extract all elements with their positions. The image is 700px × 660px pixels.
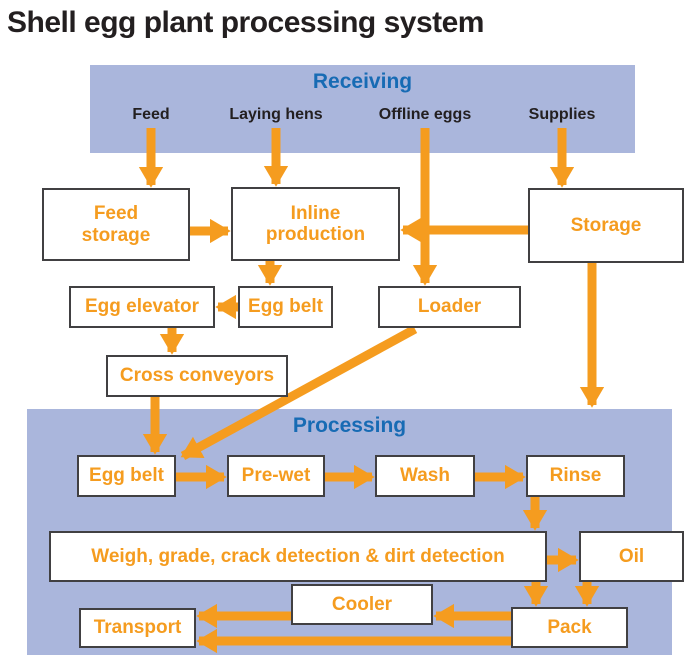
input-label-offline-eggs: Offline eggs bbox=[378, 106, 472, 123]
input-label-feed: Feed bbox=[132, 106, 170, 123]
flow-box-loader: Loader bbox=[378, 286, 521, 328]
flow-box-cooler: Cooler bbox=[291, 584, 433, 625]
flow-box-weigh-grade: Weigh, grade, crack detection & dirt det… bbox=[49, 531, 547, 582]
input-label-supplies: Supplies bbox=[528, 106, 596, 123]
flow-box-rinse: Rinse bbox=[526, 455, 625, 497]
flow-box-storage: Storage bbox=[528, 188, 684, 263]
stage-band-receiving bbox=[90, 65, 635, 153]
page-title: Shell egg plant processing system bbox=[7, 6, 484, 39]
flow-box-cross-conveyors: Cross conveyors bbox=[106, 355, 288, 397]
flow-box-inline-production: Inline production bbox=[231, 187, 400, 261]
band-title-processing: Processing bbox=[292, 414, 407, 437]
input-label-laying-hens: Laying hens bbox=[229, 106, 323, 123]
flow-box-pre-wet: Pre-wet bbox=[227, 455, 325, 497]
flow-box-wash: Wash bbox=[375, 455, 475, 497]
band-title-receiving: Receiving bbox=[312, 70, 413, 93]
flow-box-feed-storage: Feed storage bbox=[42, 188, 190, 261]
flow-box-egg-belt-upper: Egg belt bbox=[238, 286, 333, 328]
arrow-loader-to-egg-belt-processing bbox=[180, 325, 418, 460]
flow-box-transport: Transport bbox=[79, 608, 196, 648]
flow-box-egg-elevator: Egg elevator bbox=[69, 286, 215, 328]
flow-box-pack: Pack bbox=[511, 607, 628, 648]
flow-box-oil: Oil bbox=[579, 531, 684, 582]
flow-box-egg-belt-processing: Egg belt bbox=[77, 455, 176, 497]
